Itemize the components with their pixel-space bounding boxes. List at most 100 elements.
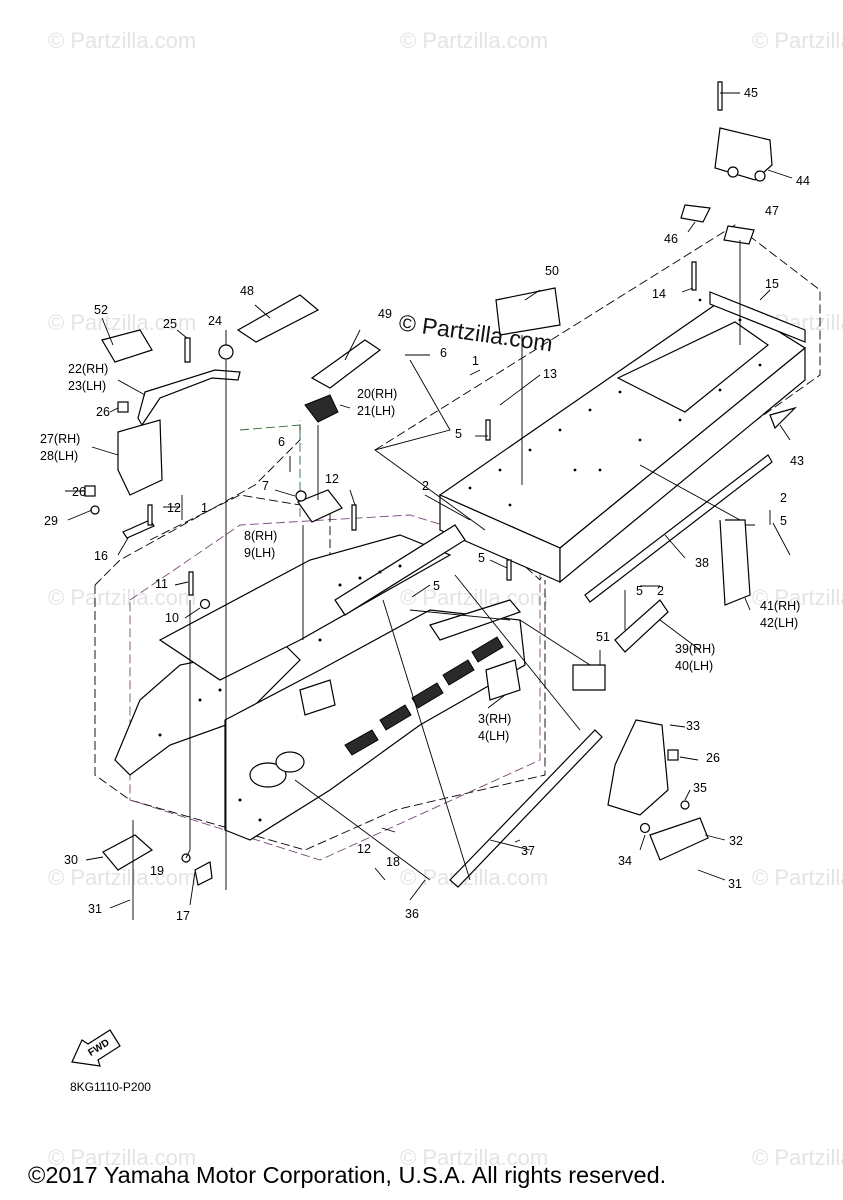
callout-2: 2 (657, 584, 664, 598)
callout-28: 28(LH) (40, 449, 78, 463)
cross-member (334, 524, 466, 616)
callout-5: 5 (478, 551, 485, 565)
frame-plate (299, 679, 336, 716)
watermark: © Partzilla.com (48, 1145, 196, 1170)
callout-8: 8(RH) (244, 529, 277, 543)
callout-3: 3(RH) (478, 712, 511, 726)
hardware-parts (84, 81, 798, 888)
callout-49: 49 (378, 307, 392, 321)
frame-rivets (158, 564, 402, 822)
callout-5: 5 (636, 584, 643, 598)
front-frame-left (114, 639, 301, 776)
callout-10: 10 (165, 611, 179, 625)
bolt-25 (184, 337, 191, 363)
callout-2: 2 (780, 491, 787, 505)
callout-50: 50 (545, 264, 559, 278)
callout-32: 32 (729, 834, 743, 848)
subframe-group-outline (129, 514, 541, 861)
flap-holder-knob (754, 170, 766, 182)
chassis-frame (114, 524, 526, 841)
rod-41 (719, 519, 751, 606)
callout-13: 13 (543, 367, 557, 381)
watermark-layer: © Partzilla.com © Partzilla.com © Partzi… (48, 28, 843, 1170)
callout-47: 47 (765, 204, 779, 218)
bolt-5 (506, 559, 512, 581)
frame-round-hole (249, 762, 287, 788)
part-17 (194, 861, 213, 886)
bolt-35 (680, 800, 690, 810)
callout-20: 20(RH) (357, 387, 397, 401)
step-bar-22 (137, 369, 241, 427)
flap-holder-knob (727, 166, 739, 178)
callout-26: 26 (72, 485, 86, 499)
callout-6: 6 (278, 435, 285, 449)
bolt-10 (199, 598, 211, 610)
callout-38: 38 (695, 556, 709, 570)
callout-9: 9(LH) (244, 546, 275, 560)
callout-22: 22(RH) (68, 362, 108, 376)
callout-14: 14 (652, 287, 666, 301)
tunnel (438, 291, 807, 584)
callout-44: 44 (796, 174, 810, 188)
callout-17: 17 (176, 909, 190, 923)
tunnel-heat-exchanger-pad (616, 321, 769, 413)
diagram-code: 8KG1110-P200 (70, 1080, 151, 1094)
callout-21: 21(LH) (357, 404, 395, 418)
watermark: © Partzilla.com (752, 585, 843, 610)
callout-31: 31 (728, 877, 742, 891)
collar-7 (295, 490, 307, 502)
reflector-43 (769, 406, 798, 430)
mount-30 (102, 834, 154, 871)
callout-51: 51 (596, 630, 610, 644)
callout-36: 36 (405, 907, 419, 921)
callout-43: 43 (790, 454, 804, 468)
callout-41: 41(RH) (760, 599, 800, 613)
callout-labels: 45 44 46 47 50 48 49 14 15 52 25 24 © Pa… (40, 86, 810, 923)
copyright-notice: ©2017 Yamaha Motor Corporation, U.S.A. A… (28, 1162, 667, 1188)
bracket-3 (485, 659, 521, 701)
nut-24 (218, 344, 234, 360)
cover-52 (101, 329, 153, 363)
callout-18: 18 (386, 855, 400, 869)
callout-23: 23(LH) (68, 379, 106, 393)
watermark: © Partzilla.com (400, 28, 548, 53)
callout-37: 37 (521, 844, 535, 858)
callout-29: 29 (44, 514, 58, 528)
fwd-arrow-icon (71, 1029, 121, 1067)
watermark: © Partzilla.com (400, 585, 548, 610)
bolt-12 (351, 504, 357, 531)
callout-15: 15 (765, 277, 779, 291)
callout-35: 35 (693, 781, 707, 795)
group-outlines (94, 224, 821, 861)
nut-26 (117, 401, 129, 413)
leader-lines (65, 92, 793, 920)
upper-frame-rail (158, 534, 452, 681)
callout-11: 11 (155, 577, 168, 591)
tunnel-group-outline (374, 224, 821, 581)
pad-48 (236, 294, 320, 343)
callout-16: 16 (94, 549, 108, 563)
frame-round-hole (275, 751, 305, 773)
callout-48: 48 (240, 284, 254, 298)
callout-12: 12 (357, 842, 371, 856)
bolt-14 (691, 261, 697, 291)
bracket-group-outline (239, 424, 301, 520)
bolt-11 (188, 571, 194, 596)
spar-rail (429, 599, 522, 641)
tunnel-rivets (468, 298, 762, 507)
watermark: © Partzilla.com (400, 1145, 548, 1170)
callout-26: 26 (96, 405, 110, 419)
callout-40: 40(LH) (675, 659, 713, 673)
callout-24: 24 (208, 314, 222, 328)
callout-52: 52 (94, 303, 108, 317)
fwd-arrow: FWD (71, 1029, 121, 1067)
callout-45: 45 (744, 86, 758, 100)
pad-49 (310, 339, 382, 389)
callout-6: 6 (440, 346, 447, 360)
plate-39 (614, 599, 669, 653)
bracket-20 (304, 394, 339, 423)
callout-4: 4(LH) (478, 729, 509, 743)
bracket-32 (649, 817, 709, 861)
callout-31: 31 (88, 902, 102, 916)
callout-30: 30 (64, 853, 78, 867)
